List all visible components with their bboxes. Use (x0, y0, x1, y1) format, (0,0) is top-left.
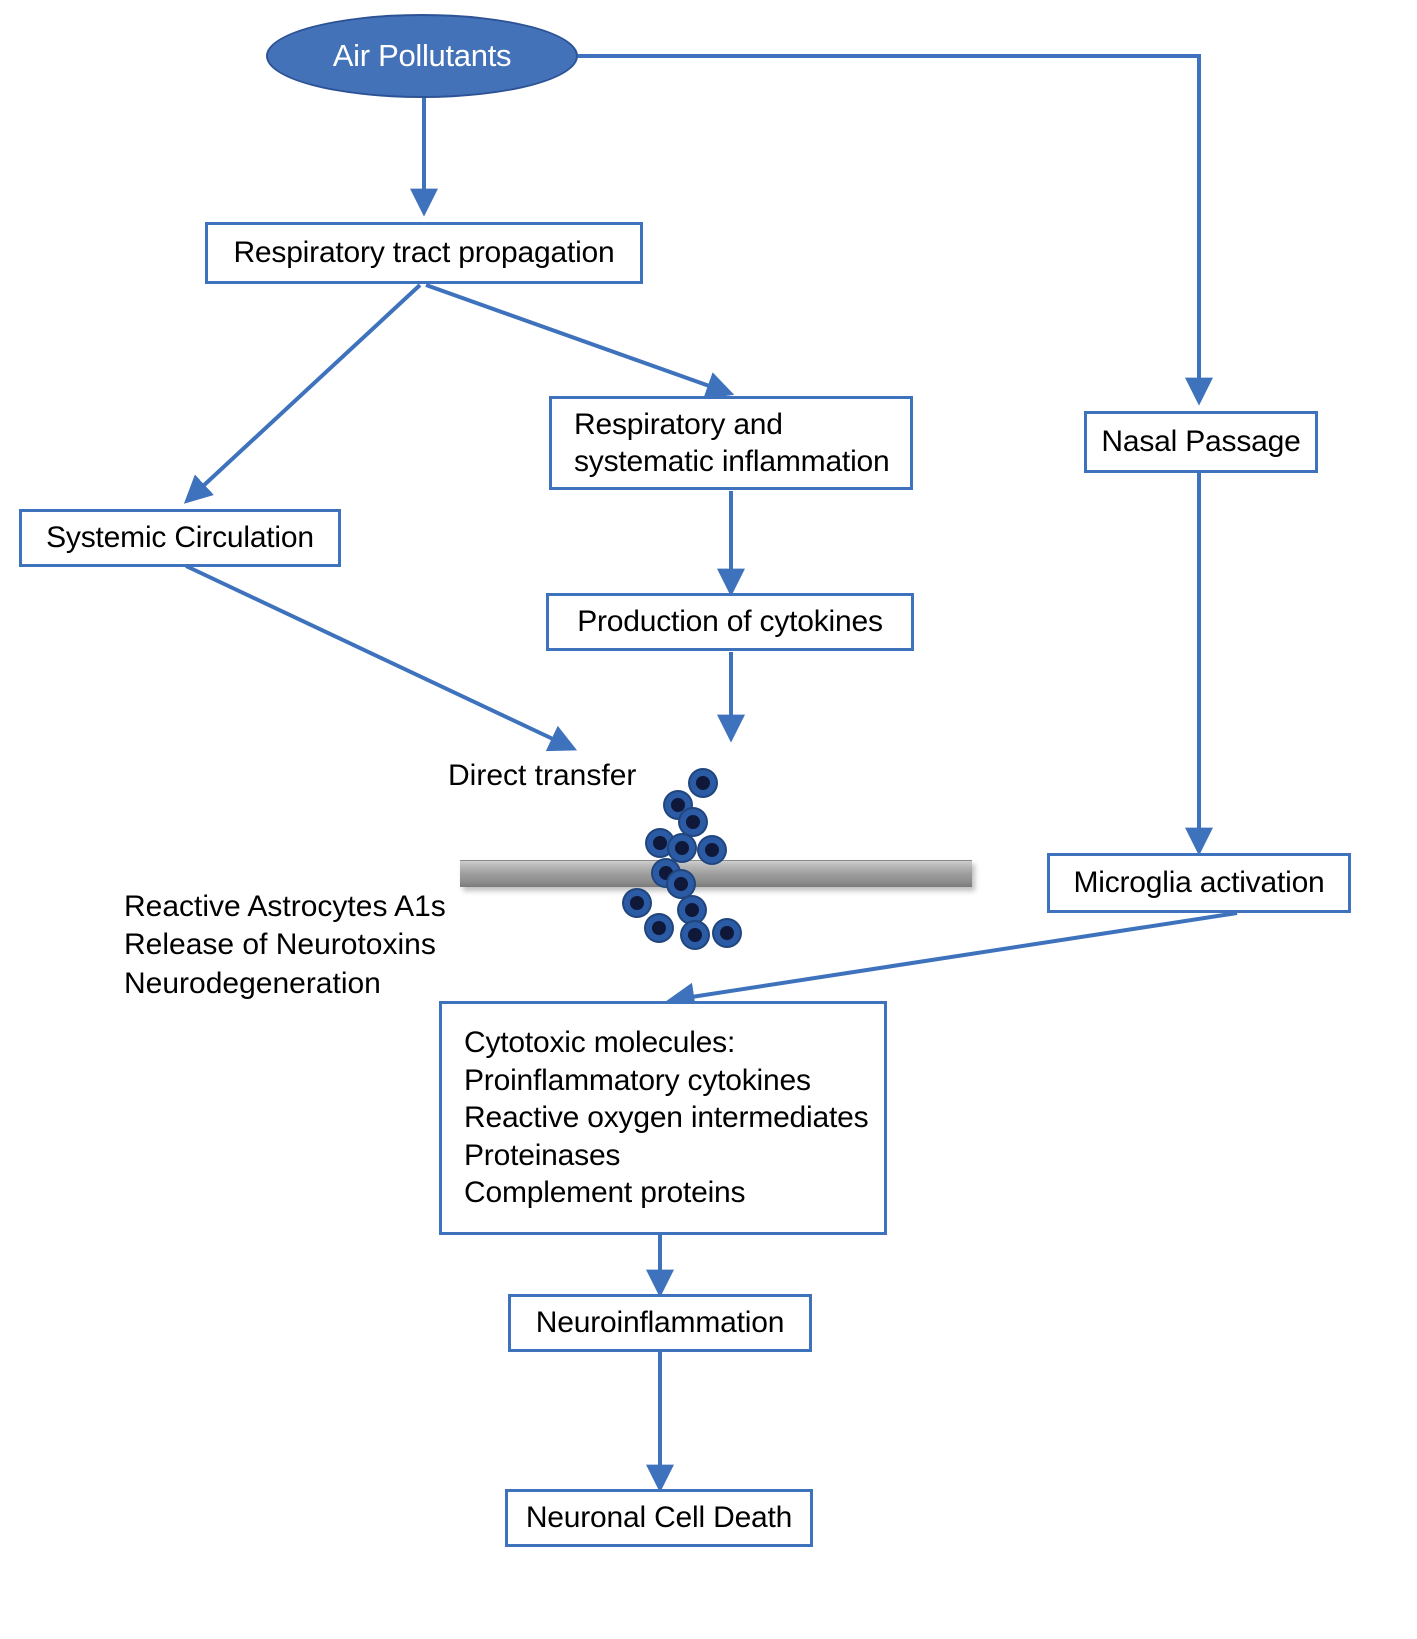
node-air-pollutants-label: Air Pollutants (332, 38, 512, 73)
node-neuronal-cell-death[interactable]: Neuronal Cell Death (505, 1489, 813, 1547)
edge-microglia-to-cytotoxic (666, 911, 1238, 1011)
node-air-pollutants[interactable]: Air Pollutants (266, 14, 578, 98)
edge-respiratory-to-systemic (183, 283, 422, 504)
annotation-reactive-astrocytes: Reactive Astrocytes A1s Release of Neuro… (124, 890, 446, 1000)
node-nasal-passage-label: Nasal Passage (1101, 425, 1301, 459)
node-production-of-cytokines-label: Production of cytokines (577, 605, 883, 639)
node-systemic-circulation[interactable]: Systemic Circulation (19, 509, 341, 567)
node-neuronal-cell-death-label: Neuronal Cell Death (525, 1501, 793, 1535)
edge-systemic-to-direct-transfer (185, 564, 578, 752)
node-neuroinflammation-label: Neuroinflammation (535, 1306, 785, 1340)
node-respiratory-systematic-inflammation[interactable]: Respiratory and systematic inflammation (549, 396, 913, 490)
node-neuroinflammation[interactable]: Neuroinflammation (508, 1294, 812, 1352)
node-microglia-activation-label: Microglia activation (1073, 866, 1325, 900)
node-cytotoxic-molecules-label: Cytotoxic molecules: Proinflammatory cyt… (464, 1026, 869, 1210)
node-respiratory-systematic-inflammation-label: Respiratory and systematic inflammation (574, 407, 890, 479)
node-production-of-cytokines[interactable]: Production of cytokines (546, 593, 914, 651)
annotation-direct-transfer: Direct transfer (448, 759, 637, 792)
edge-respiratory-to-inflammation (425, 283, 735, 399)
node-respiratory-tract-propagation-label: Respiratory tract propagation (233, 236, 615, 270)
node-respiratory-tract-propagation[interactable]: Respiratory tract propagation (205, 222, 643, 284)
node-nasal-passage[interactable]: Nasal Passage (1084, 411, 1318, 473)
node-systemic-circulation-label: Systemic Circulation (46, 521, 314, 555)
node-microglia-activation[interactable]: Microglia activation (1047, 853, 1351, 913)
edge-pollutants-to-nasal (578, 54, 1213, 406)
node-cytotoxic-molecules[interactable]: Cytotoxic molecules: Proinflammatory cyt… (439, 1001, 887, 1235)
blood-brain-barrier (460, 860, 972, 887)
